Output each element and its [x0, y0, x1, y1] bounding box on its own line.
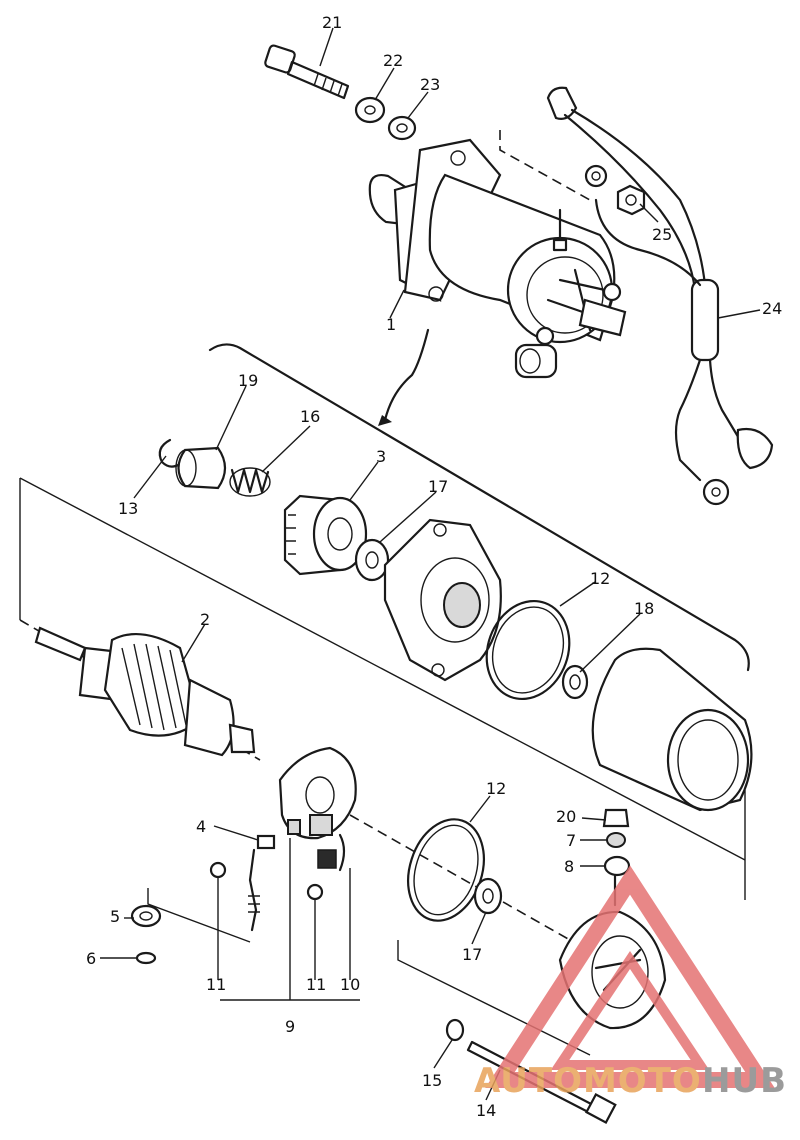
bushing-5 — [130, 904, 162, 928]
watermark-logo: AUTOMOTO HUB — [474, 865, 787, 1101]
callout-16: 16 — [300, 407, 320, 426]
callout-17-upper: 17 — [428, 477, 448, 496]
washer-23 — [387, 115, 417, 141]
washer-15 — [445, 1018, 465, 1042]
callout-19: 19 — [238, 371, 258, 390]
o-ring-12-lower — [407, 818, 485, 922]
callout-17-lower: 17 — [462, 945, 482, 964]
watermark-brand-hub: HUB — [702, 1061, 787, 1101]
nut-20 — [602, 808, 630, 828]
washer-22 — [354, 96, 386, 124]
callout-1: 1 — [386, 315, 396, 334]
front-cover — [383, 518, 502, 682]
nut-25 — [616, 184, 646, 216]
callout-12-upper: 12 — [590, 569, 610, 588]
callout-11-right: 11 — [306, 975, 326, 994]
armature-2 — [34, 626, 256, 757]
callout-2: 2 — [200, 610, 210, 629]
yoke-housing — [591, 647, 753, 812]
callout-22: 22 — [383, 51, 403, 70]
bolt-21 — [264, 44, 350, 100]
callout-21: 21 — [322, 13, 342, 32]
callout-20: 20 — [556, 807, 576, 826]
callout-labels: 1 2 3 4 5 6 7 8 9 10 11 11 12 12 13 14 1… — [86, 13, 782, 1120]
callout-25: 25 — [652, 225, 672, 244]
callout-10: 10 — [340, 975, 360, 994]
washer-6 — [135, 951, 157, 965]
washer-17-upper — [354, 538, 390, 582]
callout-8: 8 — [564, 857, 574, 876]
callout-9: 9 — [285, 1017, 295, 1036]
watermark-brand-automoto: AUTOMOTO — [474, 1061, 702, 1101]
brush-plate-assembly-9 — [278, 746, 357, 872]
starter-motor-assembly-1 — [368, 138, 627, 379]
callout-15: 15 — [422, 1071, 442, 1090]
nut-11-left — [209, 861, 227, 879]
callout-7: 7 — [566, 831, 576, 850]
callout-6: 6 — [86, 949, 96, 968]
callout-13: 13 — [118, 499, 138, 518]
callout-18: 18 — [634, 599, 654, 618]
nut-11-right — [306, 883, 324, 901]
o-ring-12-upper — [485, 599, 571, 701]
callout-3: 3 — [376, 447, 386, 466]
washer-7 — [606, 832, 626, 848]
callout-11-left: 11 — [206, 975, 226, 994]
leader-lines — [100, 27, 761, 1101]
collar-19 — [175, 446, 227, 490]
cable-harness-24 — [546, 86, 774, 506]
callout-4: 4 — [196, 817, 206, 836]
washer-18 — [561, 664, 589, 700]
washer-17-lower — [473, 877, 503, 915]
callout-14: 14 — [476, 1101, 496, 1120]
callout-5: 5 — [110, 907, 120, 926]
callout-23: 23 — [420, 75, 440, 94]
terminal-4 — [248, 834, 276, 932]
pinion-gear-3 — [283, 494, 368, 576]
callout-24: 24 — [762, 299, 782, 318]
spring-16 — [229, 467, 271, 497]
callout-12-lower: 12 — [486, 779, 506, 798]
